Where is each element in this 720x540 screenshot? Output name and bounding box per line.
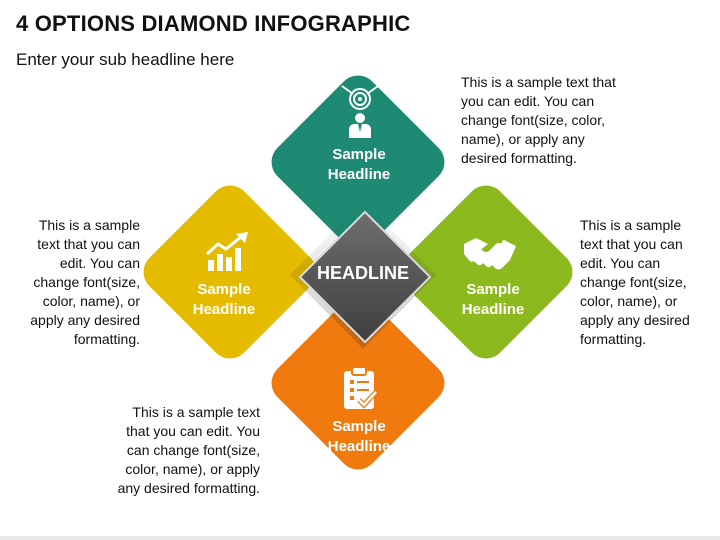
option-bottom-headline: Sample Headline [327,418,391,455]
page-subtitle: Enter your sub headline here [16,50,235,69]
clipboard-check-icon [344,366,378,409]
option-left-headline: Sample Headline [192,281,256,318]
page-title: 4 OPTIONS DIAMOND INFOGRAPHIC [16,11,411,36]
option-top-headline: Sample Headline [327,146,391,183]
option-top-text: This is a sample text that you can edit.… [461,74,616,166]
footer-bar [0,536,720,540]
option-right-headline: Sample Headline [461,281,525,318]
hub-label: HEADLINE [316,263,409,283]
option-right-text: This is a sample text that you can edit.… [580,217,690,347]
option-left-text: This is a sample text that you can edit.… [30,217,140,347]
target-person-icon [341,85,379,138]
handshake-icon [464,238,516,270]
option-bottom-text: This is a sample text that you can edit.… [117,404,260,496]
growth-chart-icon [205,232,248,271]
